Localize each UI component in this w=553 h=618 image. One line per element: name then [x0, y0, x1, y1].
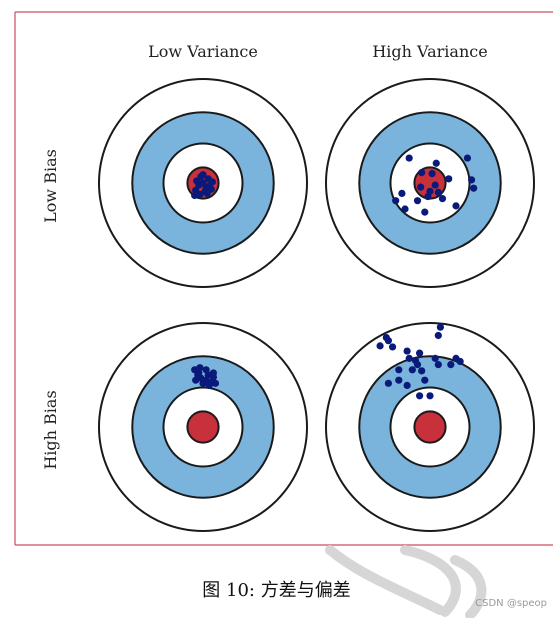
- target-high-bias-high-variance: [325, 322, 535, 532]
- high-bias-high-variance-shot: [426, 392, 434, 400]
- high-bias-high-variance-shot: [434, 361, 442, 369]
- high-bias-high-variance-shot: [416, 392, 424, 400]
- target-low-bias-low-variance: [98, 78, 308, 288]
- low-bias-low-variance-shot: [208, 178, 216, 186]
- watermark-text: CSDN @speop: [475, 598, 547, 609]
- row-label-high-bias: High Bias: [41, 390, 60, 469]
- high-bias-low-variance-shot: [192, 376, 200, 384]
- low-bias-high-variance-shot: [405, 154, 413, 162]
- low-bias-high-variance-shot: [428, 170, 436, 178]
- high-bias-low-variance-shot: [211, 379, 220, 387]
- low-bias-high-variance-shot: [392, 197, 400, 205]
- low-bias-high-variance-shot: [431, 181, 439, 189]
- high-bias-low-variance-shot: [205, 381, 213, 389]
- high-bias-high-variance-shot: [434, 331, 442, 340]
- low-bias-high-variance-shot: [417, 183, 425, 191]
- low-bias-high-variance-shot: [398, 189, 406, 197]
- low-bias-high-variance-shot: [432, 159, 440, 167]
- high-bias-high-variance-shot: [431, 354, 439, 362]
- low-bias-high-variance-shot: [452, 202, 460, 210]
- target-low-bias-high-variance: [325, 78, 535, 288]
- high-bias-high-variance-shot: [405, 354, 413, 362]
- low-bias-high-variance-shot: [470, 184, 478, 192]
- high-bias-low-variance-shot: [199, 379, 207, 387]
- high-bias-high-variance-shot: [418, 367, 426, 375]
- low-bias-low-variance-shot: [191, 191, 199, 200]
- low-bias-low-variance-shot: [199, 171, 207, 179]
- high-bias-low-variance-shot: [195, 369, 203, 377]
- high-bias-high-variance-shot: [384, 379, 392, 387]
- high-bias-high-variance-shot: [395, 366, 403, 374]
- high-bias-high-variance-shot: [408, 366, 416, 374]
- low-bias-high-variance-shot: [421, 208, 429, 216]
- high-bias-high-variance-shot: [388, 343, 397, 351]
- low-bias-high-variance-shot: [445, 175, 453, 183]
- low-bias-high-variance-shot: [424, 192, 432, 201]
- watermark-swoosh-icon: [325, 545, 487, 618]
- high-bias-high-variance-shot: [376, 342, 384, 350]
- low-bias-low-variance-shot: [203, 189, 211, 197]
- high-bias-high-variance-shot: [403, 347, 411, 355]
- low-bias-high-variance-shot: [438, 195, 447, 203]
- high-bias-low-variance-shot: [209, 369, 217, 377]
- high-bias-high-variance-shot: [436, 323, 444, 331]
- high-bias-high-variance-shot: [413, 361, 422, 369]
- row-label-low-bias: Low Bias: [41, 149, 60, 223]
- target-high-bias-low-variance: [98, 322, 308, 532]
- column-label-high-variance: High Variance: [372, 42, 487, 61]
- high-bias-high-variance-shot: [421, 376, 429, 384]
- low-bias-high-variance-shot: [413, 197, 422, 205]
- high-bias-high-variance-shot: [456, 357, 464, 366]
- high-bias-low-variance-bullseye: [186, 410, 220, 444]
- high-bias-high-variance-shot: [416, 349, 424, 357]
- figure-caption: 图 10: 方差与偏差: [202, 580, 351, 601]
- low-bias-high-variance-shot: [434, 188, 442, 196]
- low-bias-high-variance-shot: [401, 205, 409, 213]
- high-bias-high-variance-shot: [403, 381, 411, 389]
- column-label-low-variance: Low Variance: [148, 42, 258, 61]
- high-bias-high-variance-bullseye: [413, 410, 447, 444]
- high-bias-high-variance-shot: [384, 337, 392, 345]
- low-bias-high-variance-shot: [463, 154, 472, 162]
- low-bias-low-variance-shot: [193, 177, 201, 185]
- high-bias-high-variance-shot: [447, 361, 455, 369]
- high-bias-high-variance-shot: [395, 376, 403, 384]
- low-bias-high-variance-shot: [418, 169, 426, 177]
- low-bias-high-variance-shot: [468, 176, 476, 184]
